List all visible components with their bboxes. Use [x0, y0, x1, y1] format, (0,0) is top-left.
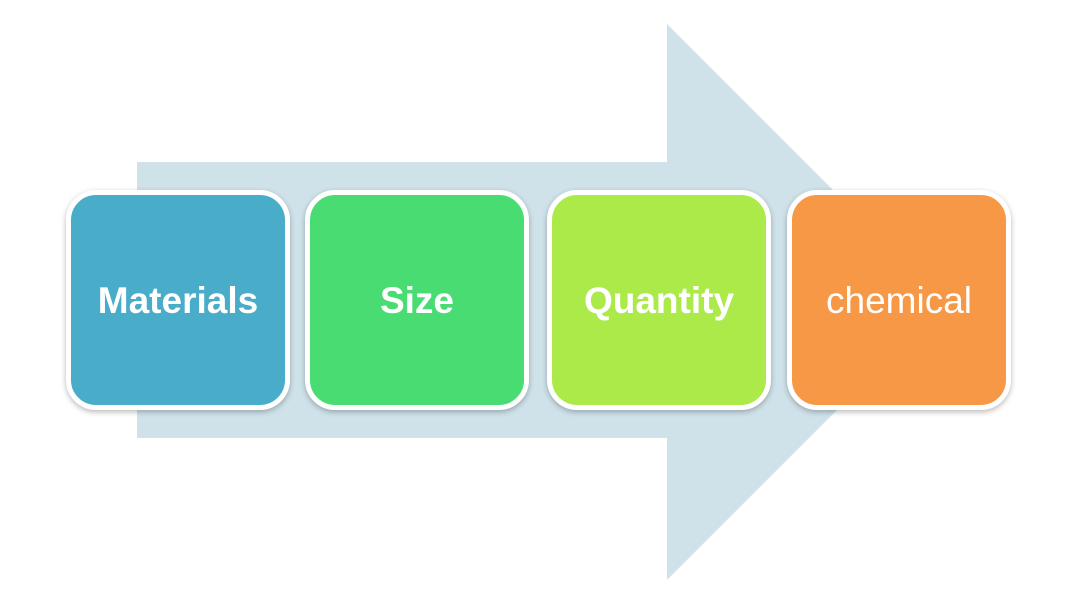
step-size-box: Size: [305, 190, 529, 410]
step-quantity-label: Quantity: [583, 279, 735, 321]
step-chemical-label: chemical: [826, 279, 972, 321]
step-quantity-box: Quantity: [547, 190, 771, 410]
step-chemical-box: chemical: [787, 190, 1011, 410]
step-materials-box: Materials: [66, 190, 290, 410]
right-arrow-shape: [137, 24, 945, 580]
step-materials-label: Materials: [97, 279, 259, 321]
step-size-label: Size: [379, 279, 455, 321]
